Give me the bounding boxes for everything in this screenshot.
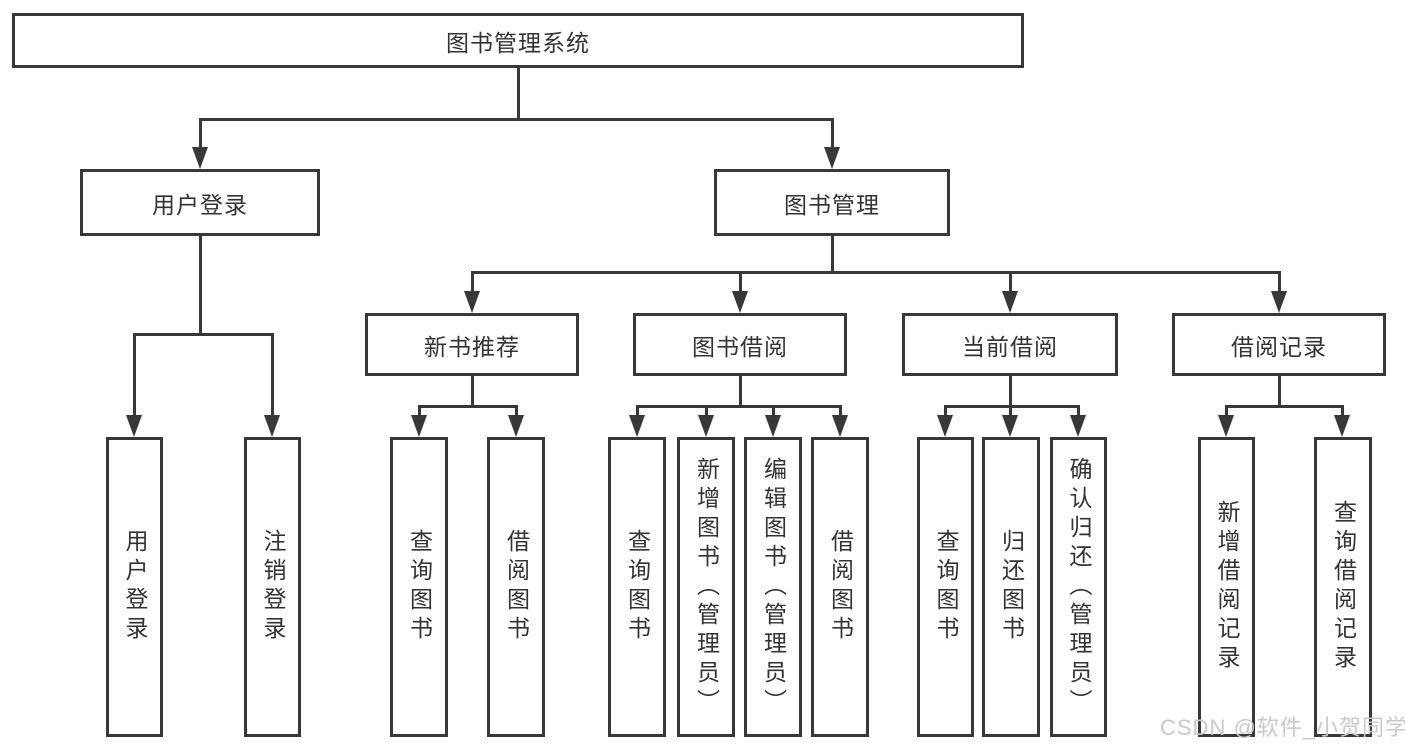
node-label: 借阅记录 [1231, 333, 1327, 360]
connector-line [199, 118, 202, 147]
watermark-text: CSDN @软件_小贺同学 [1160, 715, 1405, 740]
node-label: 当前借阅 [962, 333, 1058, 360]
arrow-down-icon [698, 415, 714, 437]
connector-line [1225, 405, 1343, 408]
node-label: 图书管理 [784, 191, 880, 218]
node-label: 归还图书 [998, 529, 1025, 645]
leaf-search-borrow-record: 查询借阅记录 [1314, 437, 1372, 737]
leaf-add-borrow-record: 新增借阅记录 [1198, 437, 1255, 737]
connector-line [133, 333, 274, 336]
node-label: 注销登录 [260, 529, 286, 645]
arrow-down-icon [732, 291, 748, 313]
connector-line [418, 405, 421, 417]
connector-line [839, 405, 842, 417]
node-borrowing-records: 借阅记录 [1172, 313, 1386, 376]
connector-line [944, 405, 947, 417]
node-label: 图书管理系统 [446, 29, 590, 56]
node-label: 借阅图书 [827, 529, 854, 645]
node-label: 查询借阅记录 [1330, 500, 1357, 674]
connector-line [471, 376, 474, 407]
arrow-down-icon [765, 415, 781, 437]
connector-line [1009, 405, 1012, 417]
connector-line [1278, 376, 1281, 407]
arrow-down-icon [629, 415, 645, 437]
arrow-down-icon [1002, 291, 1018, 313]
connector-line [199, 236, 202, 336]
connector-line [418, 405, 518, 408]
node-label: 查询图书 [624, 529, 651, 645]
node-label: 图书借阅 [692, 333, 788, 360]
arrow-down-icon [1271, 291, 1287, 313]
leaf-borrow-books-recommend: 借阅图书 [487, 437, 545, 737]
leaf-search-books-recommend: 查询图书 [390, 437, 448, 737]
arrow-down-icon [264, 415, 280, 437]
connector-line [831, 236, 834, 273]
node-label: 编辑图书（管理员） [760, 456, 787, 718]
leaf-confirm-return-admin: 确认归还（管理员） [1050, 437, 1107, 737]
connector-line [772, 405, 775, 417]
arrow-down-icon [464, 291, 480, 313]
node-label: 用户登录 [122, 529, 148, 645]
connector-line [1009, 271, 1012, 291]
arrow-down-icon [126, 415, 142, 437]
node-label: 新增图书（管理员） [693, 456, 720, 718]
leaf-search-books-current: 查询图书 [917, 437, 974, 737]
connector-line [739, 376, 742, 407]
leaf-user-login: 用户登录 [106, 437, 163, 737]
connector-line [517, 68, 520, 120]
node-current-borrowing: 当前借阅 [902, 313, 1118, 376]
connector-line [1225, 405, 1228, 417]
node-new-book-recommendation: 新书推荐 [365, 313, 579, 376]
node-label: 查询图书 [933, 529, 959, 645]
node-label: 用户登录 [152, 191, 248, 218]
node-label: 新增借阅记录 [1214, 500, 1240, 674]
leaf-edit-books-admin: 编辑图书（管理员） [744, 437, 802, 737]
connector-line [133, 333, 136, 415]
connector-line [471, 271, 1281, 274]
arrow-down-icon [1218, 415, 1234, 437]
connector-line [831, 118, 834, 147]
arrow-down-icon [411, 415, 427, 437]
arrow-down-icon [1070, 415, 1086, 437]
node-user-login: 用户登录 [80, 169, 320, 236]
connector-line [636, 405, 639, 417]
node-book-borrowing: 图书借阅 [633, 313, 847, 376]
leaf-logout: 注销登录 [244, 437, 301, 737]
leaf-add-books-admin: 新增图书（管理员） [677, 437, 735, 737]
arrow-down-icon [824, 147, 840, 169]
leaf-return-books: 归还图书 [982, 437, 1040, 737]
leaf-borrow-books-borrowing: 借阅图书 [811, 437, 869, 737]
connector-line [636, 405, 842, 408]
node-book-management: 图书管理 [714, 169, 950, 236]
connector-line [1278, 271, 1281, 291]
arrow-down-icon [1002, 415, 1018, 437]
connector-line [199, 118, 834, 121]
connector-line [1077, 405, 1080, 417]
connector-line [471, 271, 474, 291]
node-library-management-system: 图书管理系统 [12, 13, 1024, 68]
connector-line [739, 271, 742, 291]
connector-line [705, 405, 708, 417]
leaf-search-books-borrowing: 查询图书 [608, 437, 666, 737]
arrow-down-icon [192, 147, 208, 169]
connector-line [515, 405, 518, 417]
connector-line [271, 333, 274, 415]
connector-line [1341, 405, 1344, 417]
arrow-down-icon [832, 415, 848, 437]
arrow-down-icon [937, 415, 953, 437]
node-label: 借阅图书 [503, 529, 530, 645]
connector-line [1009, 376, 1012, 407]
node-label: 确认归还（管理员） [1066, 456, 1092, 718]
connector-line [944, 405, 1080, 408]
arrow-down-icon [508, 415, 524, 437]
arrow-down-icon [1334, 415, 1350, 437]
node-label: 查询图书 [406, 529, 433, 645]
node-label: 新书推荐 [424, 333, 520, 360]
